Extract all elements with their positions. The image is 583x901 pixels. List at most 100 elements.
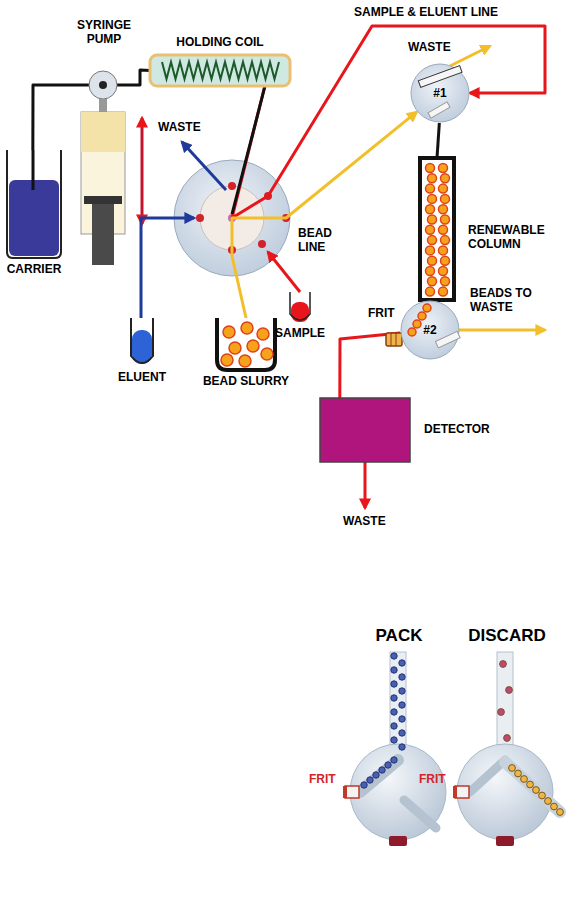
node-label: SYRINGE PUMP [66, 18, 142, 46]
bead [399, 744, 405, 750]
node-label: ELUENT [108, 370, 176, 384]
bead [441, 194, 450, 203]
bead [509, 765, 516, 772]
beads-waste-arrow [458, 330, 545, 331]
pack-heading: PACK [374, 626, 424, 645]
bead [391, 757, 397, 763]
node-label: RENEWABLE COLUMN [468, 223, 558, 251]
eluent-tube-shape [130, 318, 154, 366]
bead [439, 225, 448, 234]
bead-slurry-beaker: BEAD SLURRY [215, 318, 277, 370]
bead [426, 267, 435, 276]
bead [239, 355, 251, 367]
line-label: SAMPLE & ELUENT LINE [352, 5, 500, 19]
bead [441, 277, 450, 286]
discard-illustration [453, 652, 563, 846]
bead [408, 328, 416, 336]
bead [391, 695, 397, 701]
flow-line [340, 333, 400, 398]
carrier-beaker-shape [5, 150, 63, 258]
bead [439, 164, 448, 173]
bead [428, 277, 437, 286]
bead [373, 772, 379, 778]
bead [391, 737, 397, 743]
bead [418, 312, 426, 320]
waste-arrow [450, 46, 490, 66]
bead [439, 267, 448, 276]
node-label: #1 [420, 86, 460, 100]
bead [521, 776, 528, 783]
bead [391, 667, 397, 673]
flow-line [232, 112, 417, 318]
frit [386, 333, 402, 346]
bead [391, 681, 397, 687]
node-label: SAMPLE [267, 326, 333, 340]
sample-line [268, 252, 300, 292]
eluent-line [141, 218, 194, 318]
sample-tube-shape [289, 292, 311, 322]
detector-box: DETECTOR [320, 398, 410, 462]
bead [391, 709, 397, 715]
bead [426, 184, 435, 193]
frit-label: FRIT [309, 772, 343, 786]
sample-tube: SAMPLE [289, 292, 311, 322]
bead [428, 215, 437, 224]
bead [539, 792, 546, 799]
holding-coil: HOLDING COIL [150, 55, 290, 86]
bead [399, 660, 405, 666]
bead [257, 328, 269, 340]
waste-arrow [182, 142, 226, 190]
bead [515, 770, 522, 777]
bead [261, 348, 273, 360]
bead [399, 716, 405, 722]
detector-box-shape [320, 398, 410, 462]
bead [399, 730, 405, 736]
carrier-beaker: CARRIER [5, 150, 63, 258]
bead [504, 735, 511, 742]
bead [391, 723, 397, 729]
bead [439, 246, 448, 255]
bead [426, 205, 435, 214]
bead [533, 787, 540, 794]
waste-label: WASTE [158, 120, 208, 134]
flow-line [437, 123, 439, 158]
bead [545, 798, 552, 805]
bead-slurry-beaker-shape [215, 318, 277, 370]
bead [385, 762, 391, 768]
bead [441, 215, 450, 224]
flow-line [33, 85, 78, 150]
waste-label: WASTE [408, 40, 458, 54]
bead [551, 803, 558, 810]
bead [428, 194, 437, 203]
node-label: HOLDING COIL [150, 35, 290, 49]
bead [428, 174, 437, 183]
bead [428, 256, 437, 265]
bead [439, 287, 448, 296]
eluent-tube: ELUENT [130, 318, 154, 366]
bead [428, 236, 437, 245]
syringe-pump: SYRINGE PUMP [78, 70, 128, 265]
bead [399, 688, 405, 694]
bead [361, 782, 367, 788]
line-label: BEAD LINE [296, 226, 350, 254]
bead [426, 246, 435, 255]
node-label: CARRIER [0, 262, 71, 276]
holding-coil-shape [150, 55, 290, 86]
bead [500, 661, 507, 668]
bead [399, 674, 405, 680]
bead [223, 326, 235, 338]
valve-one: #1 [410, 63, 470, 123]
bead [441, 236, 450, 245]
double-arrow [142, 118, 143, 224]
bead [229, 342, 241, 354]
bead [557, 809, 564, 816]
pack-illustration [343, 652, 446, 846]
bead [506, 687, 513, 694]
bead [527, 781, 534, 788]
node-label: BEAD SLURRY [199, 374, 293, 388]
bead [413, 320, 421, 328]
bead [441, 174, 450, 183]
discard-heading: DISCARD [462, 626, 552, 645]
bead [241, 322, 253, 334]
